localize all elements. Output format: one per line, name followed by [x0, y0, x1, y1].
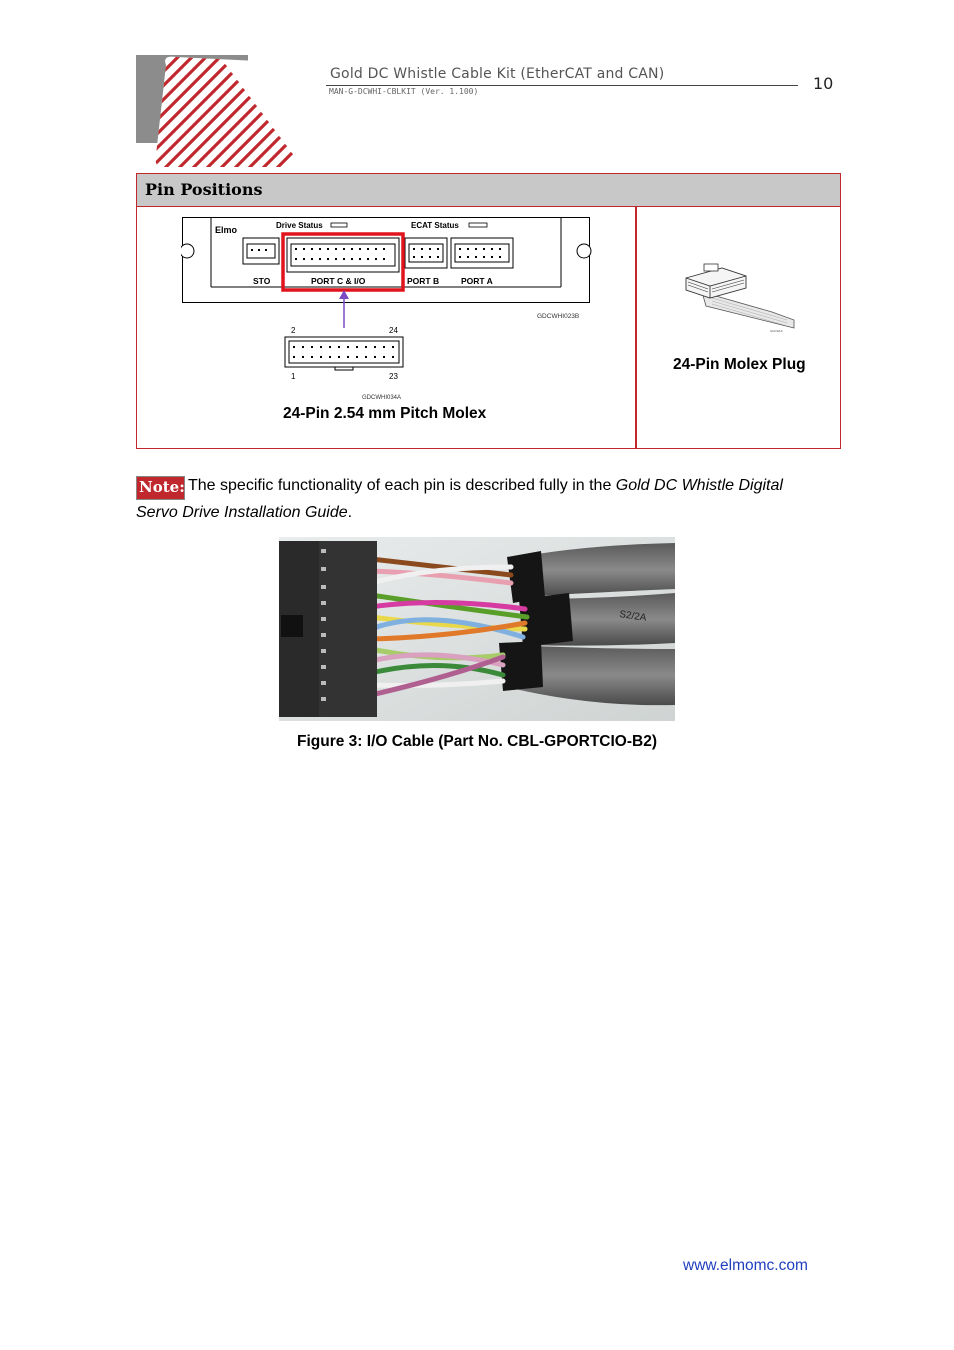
- note-guide-title-1: Gold DC Whistle Digital: [615, 477, 783, 494]
- elmo-logo: [136, 55, 305, 168]
- plug-caption: 24-Pin Molex Plug: [673, 356, 806, 373]
- pin-label-24: 24: [389, 326, 398, 335]
- connector-drawing-code: GDCWHI034A: [362, 395, 401, 401]
- pin-label-23: 23: [389, 372, 398, 381]
- svg-text:S2/2A: S2/2A: [619, 609, 648, 624]
- note-text-line-2: Servo Drive Installation Guide.: [136, 504, 352, 522]
- note-period: .: [347, 504, 353, 521]
- connector-pinout-diagram: 2 24 1 23 GDCWHI034A: [284, 326, 404, 401]
- svg-text:GDCWHI: GDCWHI: [770, 329, 783, 333]
- note-badge: Note:: [136, 476, 185, 500]
- drive-drawing-code: GDCWHI023B: [537, 313, 579, 320]
- io-cable-photo: S2/2A: [279, 537, 675, 721]
- pin-label-1: 1: [291, 372, 296, 381]
- port-label-c-io: PORT C & I/O: [311, 276, 366, 286]
- pin-positions-table: Pin Positions Elmo Drive Status ECAT Sta…: [136, 173, 841, 449]
- table-header: Pin Positions: [137, 174, 840, 207]
- document-title: Gold DC Whistle Cable Kit (EtherCAT and …: [330, 66, 665, 82]
- note-label: Note:: [139, 478, 185, 496]
- table-heading: Pin Positions: [145, 180, 263, 199]
- plug-cell: GDCWHI 24-Pin Molex Plug: [637, 207, 840, 448]
- note-guide-title-2: Servo Drive Installation Guide: [136, 504, 348, 521]
- drive-front-diagram: Elmo Drive Status ECAT Status: [181, 217, 592, 320]
- port-label-b: PORT B: [407, 276, 439, 286]
- document-code: MAN-G-DCWHI-CBLKIT (Ver. 1.100): [329, 87, 479, 96]
- connector-caption: 24-Pin 2.54 mm Pitch Molex: [283, 405, 487, 422]
- pin-label-2: 2: [291, 326, 296, 335]
- note-text: The specific functionality of each pin i…: [188, 477, 616, 494]
- drive-status-label: Drive Status: [276, 221, 323, 230]
- arrow-icon: [339, 290, 349, 328]
- molex-plug-image: GDCWHI: [685, 263, 795, 333]
- port-label-a: PORT A: [461, 276, 493, 286]
- note-text-line-1: The specific functionality of each pin i…: [188, 477, 783, 495]
- page-number: 10: [813, 74, 834, 93]
- ecat-status-label: ECAT Status: [411, 221, 459, 230]
- figure-caption: Figure 3: I/O Cable (Part No. CBL-GPORTC…: [297, 733, 657, 750]
- website-link[interactable]: www.elmomc.com: [683, 1257, 808, 1274]
- drive-diagram-cell: Elmo Drive Status ECAT Status: [137, 207, 637, 448]
- drive-logo: Elmo: [215, 225, 238, 235]
- port-label-sto: STO: [253, 276, 271, 286]
- header-rule: [326, 85, 798, 86]
